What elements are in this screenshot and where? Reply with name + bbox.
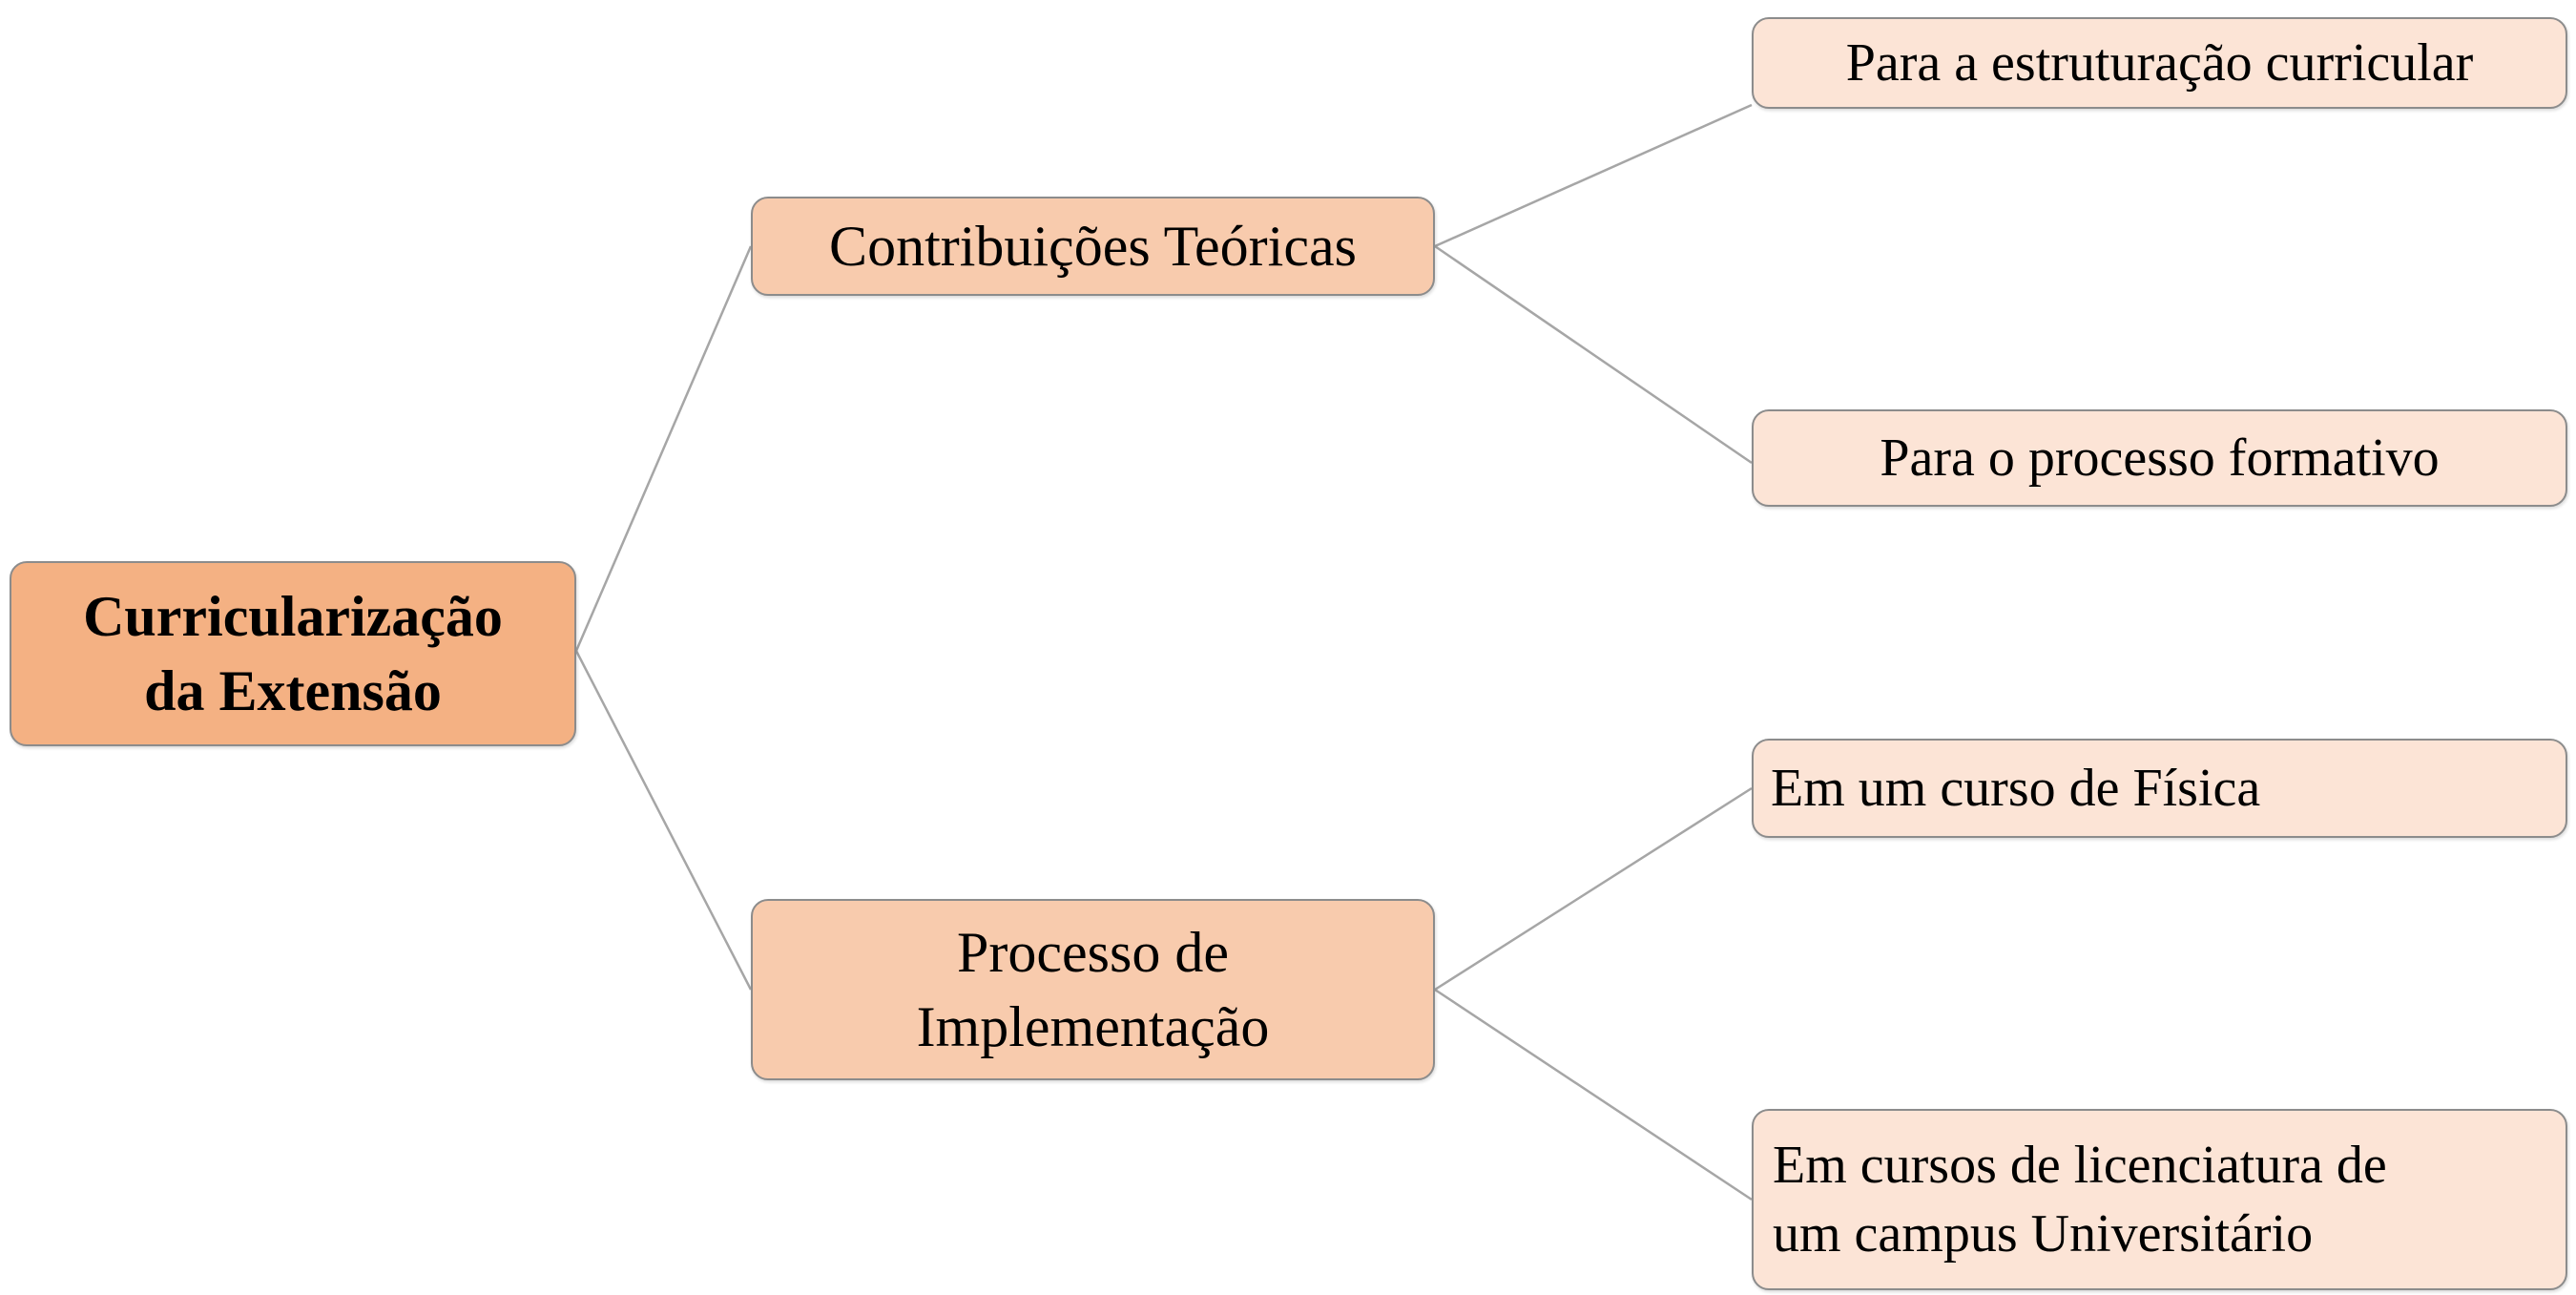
connector-branch-2-to-leaf-3 [1434, 786, 1753, 992]
leaf-1-label: Para a estruturação curricular [1845, 33, 2474, 93]
branch-1-label: Contribuições Teóricas [829, 215, 1357, 278]
leaf-node-processo-formativo: Para o processo formativo [1752, 409, 2567, 507]
leaf-3-label: Em um curso de Física [1771, 759, 2261, 818]
branch-node-processo-de-implementacao: Processo de Implementação [751, 899, 1435, 1080]
root-node: Curricularização da Extensão [10, 561, 576, 746]
branch-node-contribuicoes-teoricas: Contribuições Teóricas [751, 197, 1435, 296]
leaf-4-label-line-2: um campus Universitário [1773, 1204, 2314, 1264]
leaf-node-estruturacao-curricular: Para a estruturação curricular [1752, 17, 2567, 109]
branch-2-label-line-1: Processo de [957, 921, 1229, 984]
connector-root-to-branch-2 [574, 650, 753, 991]
root-node-line-1: Curricularização [83, 585, 503, 648]
connector-branch-1-to-leaf-2 [1434, 244, 1753, 465]
leaf-4-label-line-1: Em cursos de licenciatura de [1773, 1136, 2387, 1195]
leaf-2-label: Para o processo formativo [1880, 428, 2440, 488]
leaf-node-cursos-de-licenciatura: Em cursos de licenciatura de um campus U… [1752, 1109, 2567, 1290]
branch-2-label-line-2: Implementação [916, 995, 1270, 1058]
root-node-line-2: da Extensão [144, 659, 442, 722]
connector-branch-2-to-leaf-4 [1434, 988, 1753, 1201]
connector-branch-1-to-leaf-1 [1434, 103, 1753, 248]
leaf-node-curso-de-fisica: Em um curso de Física [1752, 739, 2567, 838]
connector-root-to-branch-1 [574, 245, 753, 652]
